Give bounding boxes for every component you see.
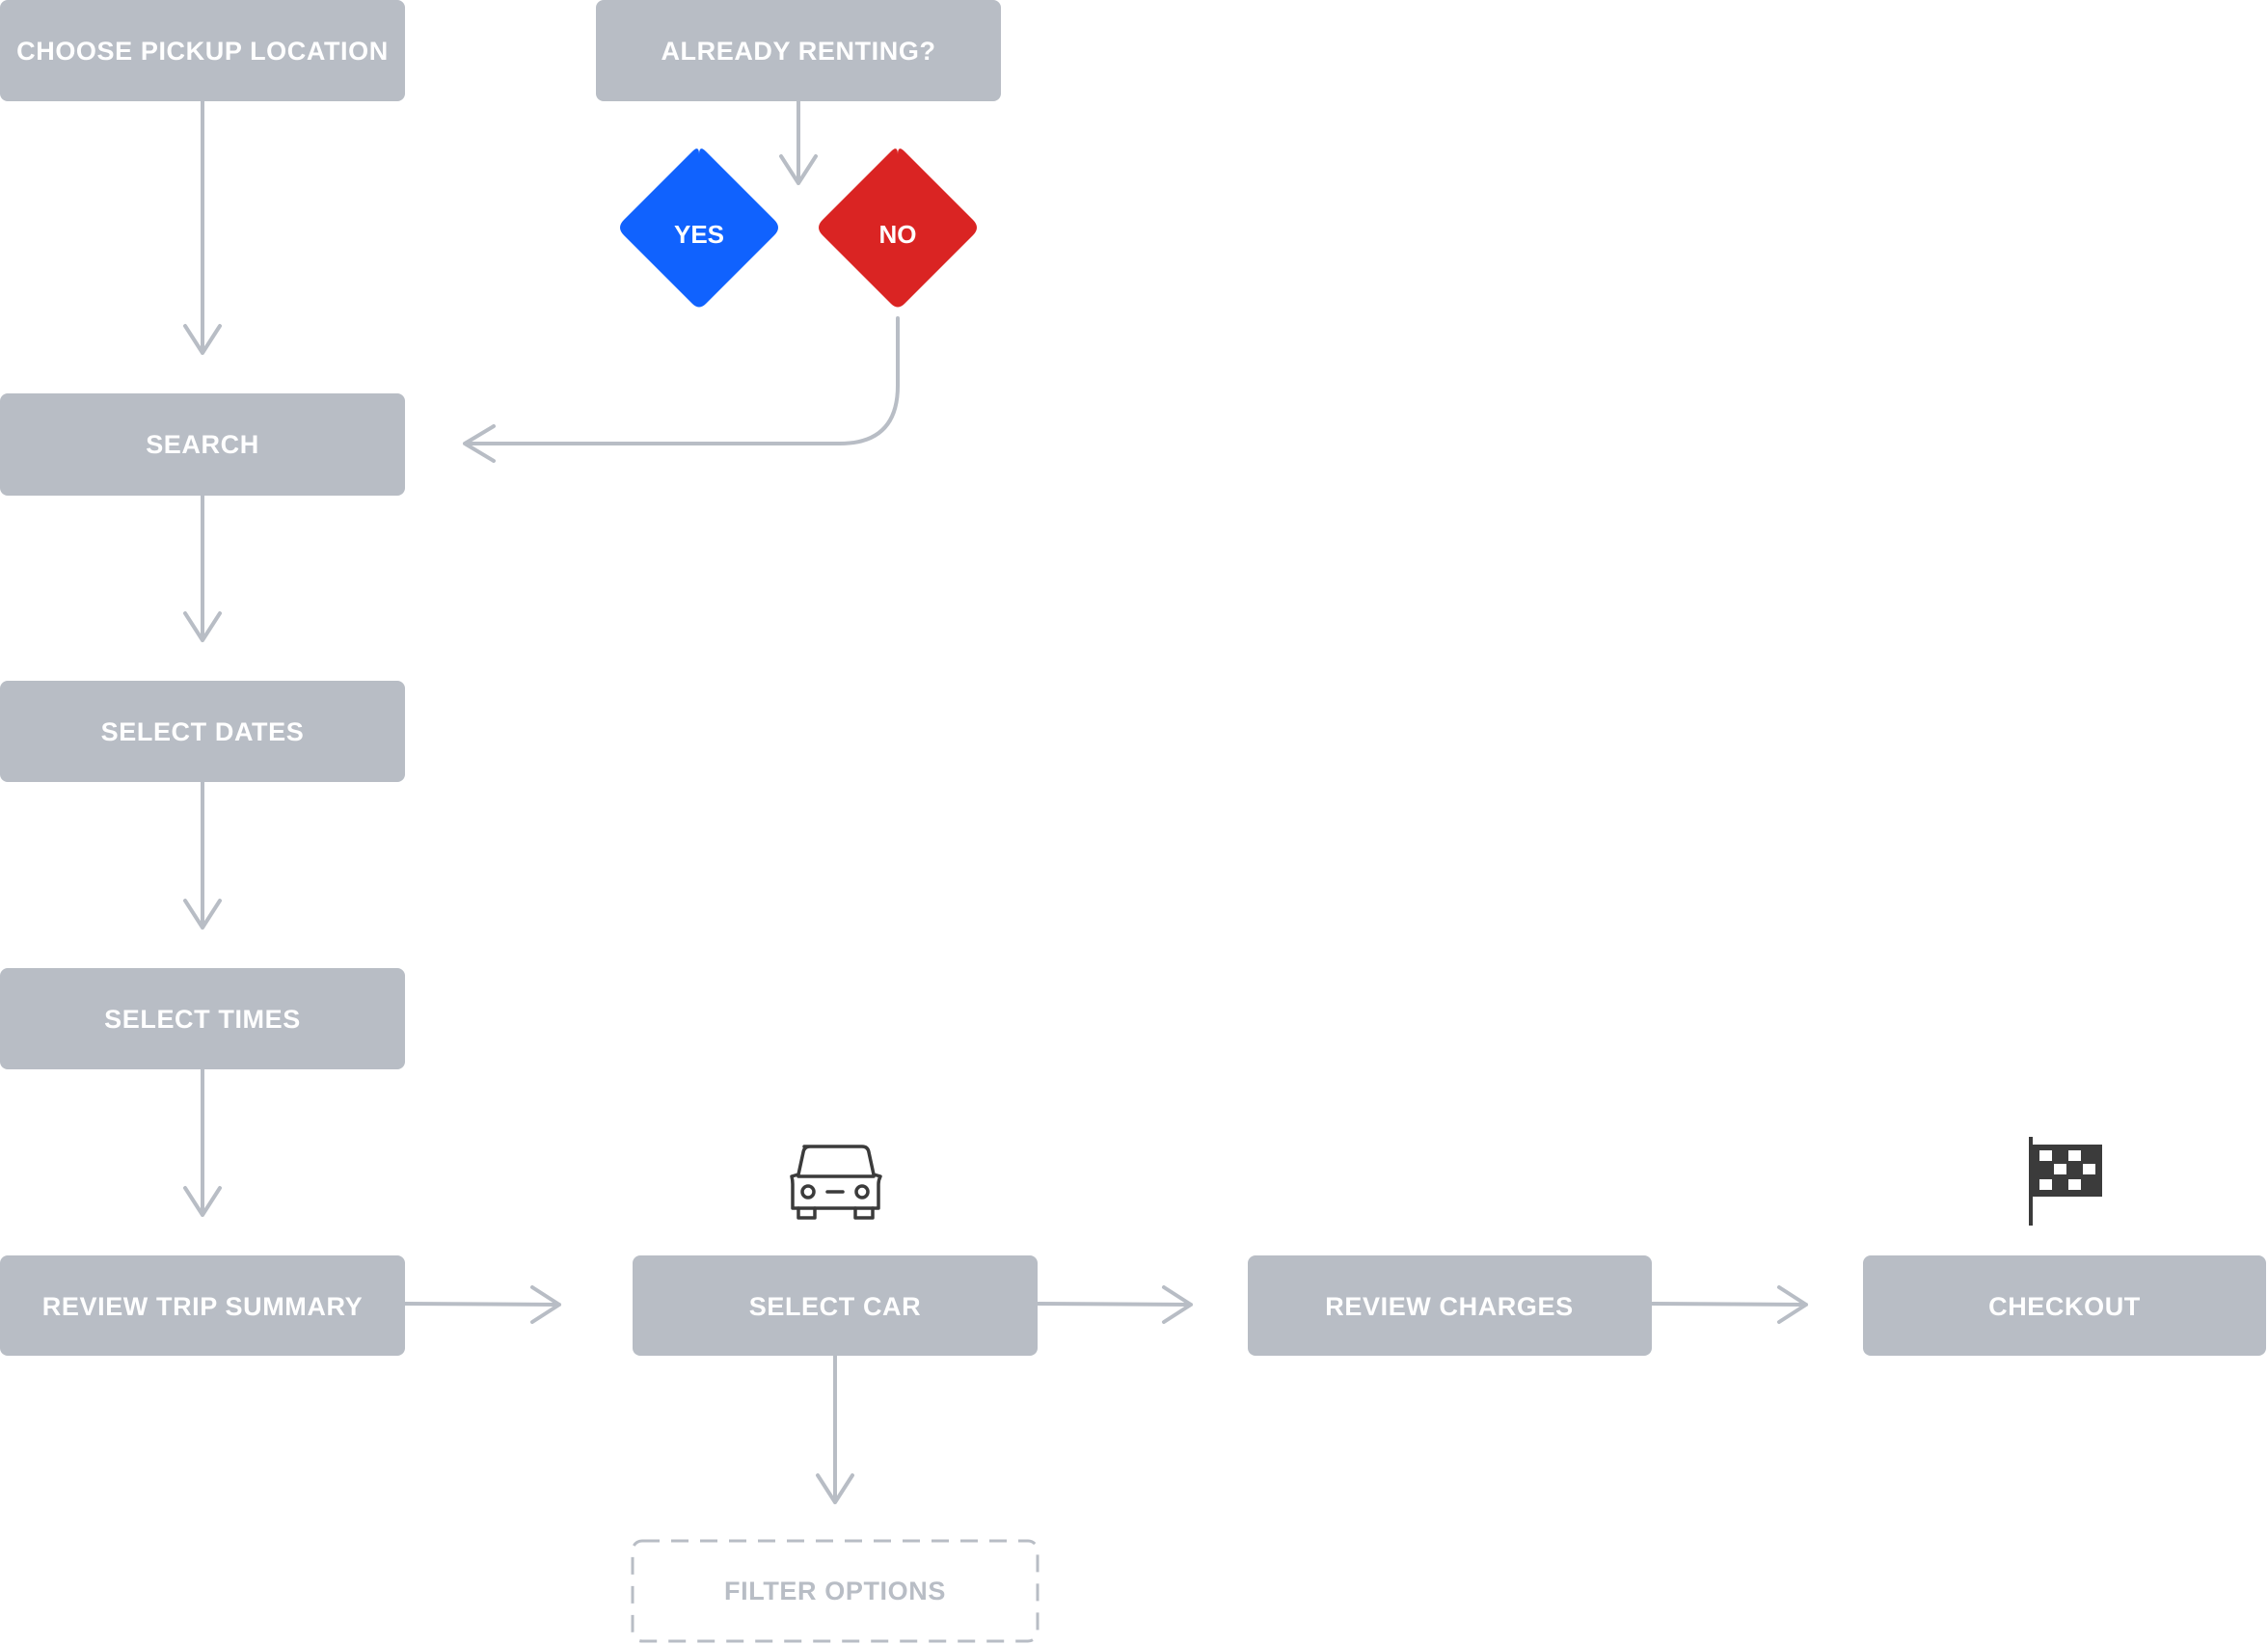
- node-checkout: CHECKOUT: [1863, 1255, 2266, 1356]
- node-choose-pickup-location: CHOOSE PICKUP LOCATION: [0, 0, 405, 101]
- node-review-charges: REVIEW CHARGES: [1248, 1255, 1652, 1356]
- node-select-car: SELECT CAR: [633, 1255, 1038, 1356]
- arrow-dates-to-times: [183, 780, 222, 930]
- node-label-select-dates: SELECT DATES: [101, 717, 305, 746]
- arrow-select-car-to-filter: [816, 1354, 854, 1504]
- node-label-review-trip-summary: REVIEW TRIP SUMMARY: [42, 1292, 363, 1321]
- decision-label-yes: YES: [674, 220, 724, 249]
- arrow-charges-to-checkout: [1650, 1285, 1808, 1324]
- node-label-search: SEARCH: [146, 430, 259, 459]
- connectors: [183, 99, 1808, 1504]
- node-label-select-car: SELECT CAR: [749, 1292, 922, 1321]
- node-search: SEARCH: [0, 393, 405, 496]
- arrow-pickup-to-search: [183, 99, 222, 355]
- node-label-select-times: SELECT TIMES: [104, 1005, 301, 1034]
- node-label-review-charges: REVIEW CHARGES: [1325, 1292, 1573, 1321]
- arrow-no-to-search: [463, 316, 900, 463]
- diamond-no-shape: [819, 148, 977, 308]
- decision-yes: YES: [620, 148, 778, 308]
- arrow-select-car-to-charges: [1036, 1285, 1193, 1324]
- checkered-flag-icon: [2029, 1137, 2102, 1226]
- car-icon: [790, 1145, 882, 1220]
- node-label-filter-options: FILTER OPTIONS: [724, 1577, 946, 1605]
- node-select-times: SELECT TIMES: [0, 968, 405, 1069]
- decision-label-no: NO: [879, 220, 917, 249]
- node-label-checkout: CHECKOUT: [1988, 1292, 2141, 1321]
- node-filter-options: FILTER OPTIONS: [631, 1539, 1040, 1643]
- decision-no: NO: [819, 148, 977, 308]
- arrow-search-to-dates: [183, 494, 222, 642]
- arrow-renting-to-decision: [779, 99, 818, 185]
- arrow-review-trip-to-select-car: [403, 1285, 561, 1324]
- node-label-choose-pickup-location: CHOOSE PICKUP LOCATION: [16, 37, 389, 66]
- arrow-times-to-review-trip: [183, 1067, 222, 1217]
- node-already-renting: ALREADY RENTING?: [596, 0, 1001, 101]
- node-label-already-renting: ALREADY RENTING?: [661, 37, 935, 66]
- node-review-trip-summary: REVIEW TRIP SUMMARY: [0, 1255, 405, 1356]
- node-select-dates: SELECT DATES: [0, 681, 405, 782]
- diamond-yes-shape: [620, 148, 778, 308]
